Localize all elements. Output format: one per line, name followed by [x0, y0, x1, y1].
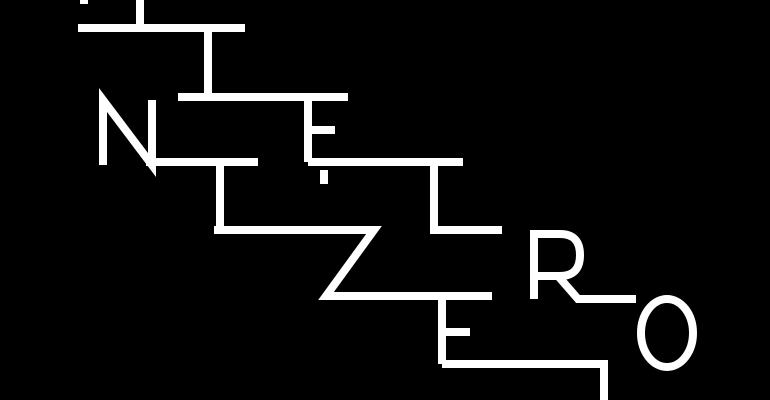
- glyph-l: [318, 158, 502, 234]
- glyph-r: [530, 230, 636, 303]
- glyph-e-1: [218, 93, 354, 166]
- line-strokes: [78, 0, 697, 400]
- glyph-z-2-base: [350, 292, 492, 368]
- glyph-o: [637, 295, 697, 371]
- glyph-n: [99, 88, 156, 177]
- glyph-e-2-tail: [466, 360, 608, 400]
